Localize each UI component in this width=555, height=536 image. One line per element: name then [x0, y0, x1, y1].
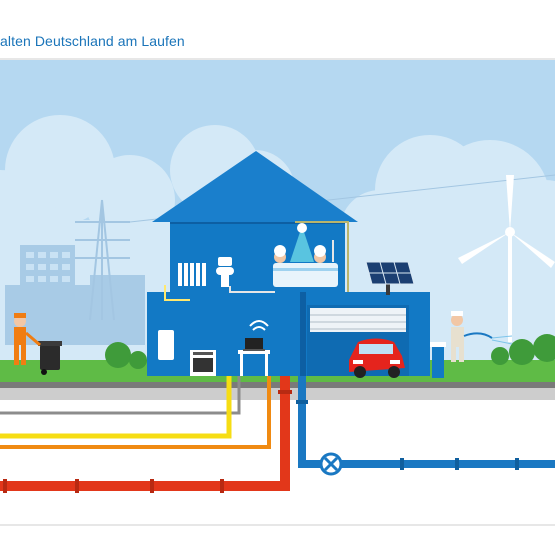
pipe-water — [298, 376, 555, 468]
utility-pipes — [0, 376, 555, 491]
gardener-icon — [451, 311, 513, 362]
page-title: alten Deutschland am Laufen — [0, 33, 185, 49]
boiler-icon — [158, 330, 174, 360]
worker-icon — [14, 313, 41, 365]
wind-turbine-icon — [458, 175, 555, 342]
car-icon — [349, 338, 405, 378]
house-wiring — [164, 221, 349, 301]
pipe-gray-telecom — [0, 376, 241, 415]
building-windows — [26, 252, 70, 282]
bathtub-icon — [273, 223, 338, 287]
pipe-yellow-electric — [0, 376, 232, 439]
water-joints — [296, 400, 519, 470]
pipe-red-gas — [0, 376, 290, 491]
pipe-joints — [3, 390, 292, 493]
wifi-icon — [249, 320, 269, 331]
ground-soil — [0, 388, 555, 400]
valve-icon — [319, 452, 343, 476]
bushes — [105, 334, 555, 369]
stove-icon — [190, 350, 216, 376]
trash-bin-icon — [38, 341, 62, 375]
radiator-icon — [178, 263, 206, 286]
ground-strip — [0, 382, 555, 388]
toilet-icon — [216, 257, 234, 287]
water-post — [430, 342, 446, 378]
desk — [238, 350, 270, 376]
pipe-orange-heat — [0, 376, 271, 449]
laptop-icon — [243, 338, 265, 351]
solar-panel-icon — [365, 261, 415, 295]
